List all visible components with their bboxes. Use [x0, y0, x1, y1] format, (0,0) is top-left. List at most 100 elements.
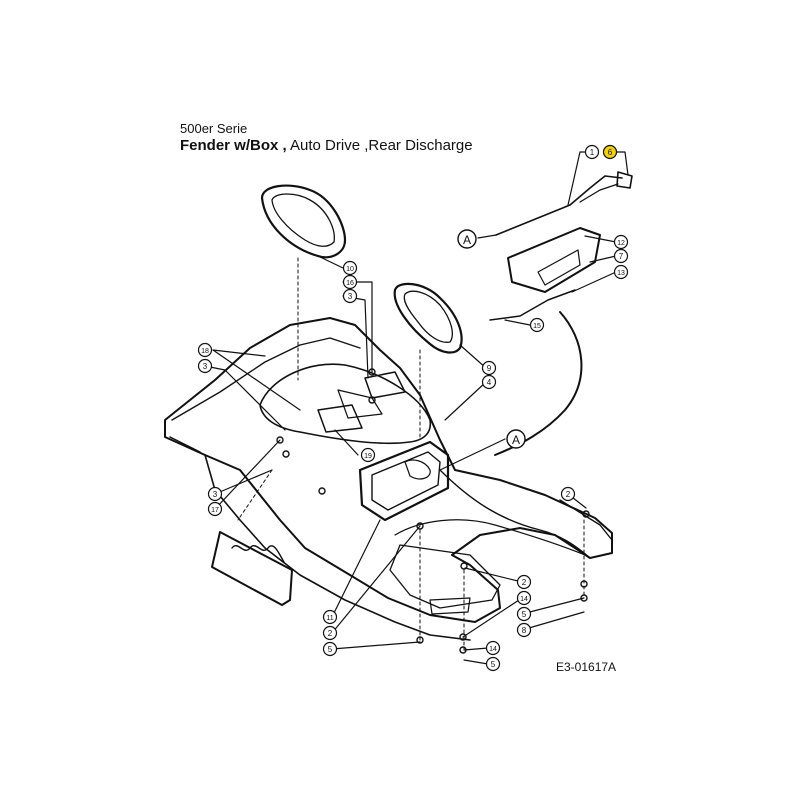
- diagram-series-label: 500er Serie: [180, 121, 248, 136]
- callout-marker: [613, 234, 629, 250]
- control-panel-right: [393, 282, 463, 354]
- mounting-plate-center: [337, 389, 383, 419]
- callout-number: 2: [522, 578, 527, 587]
- storage-box-outer: [358, 440, 450, 522]
- callout-number: 5: [491, 660, 496, 669]
- callout-number: 11: [326, 615, 333, 622]
- storage-box-lid-detail: [404, 459, 431, 480]
- callout-number: 19: [364, 453, 372, 460]
- dash-panel-left-inner: [271, 193, 335, 247]
- fender-rear-panel: [389, 544, 501, 609]
- callout-number: 7: [619, 252, 624, 261]
- callout-marker: [602, 144, 618, 160]
- fender-left-skirt: [204, 454, 471, 641]
- fastener-dot: [416, 522, 424, 530]
- fastener-dot: [582, 510, 590, 518]
- callout-marker: [342, 260, 358, 276]
- fastener-dot: [276, 436, 284, 444]
- callout-marker: [207, 501, 223, 517]
- fastener-dot: [368, 396, 376, 404]
- fender-front-lip: [169, 436, 201, 453]
- reference-letter-mid: A: [512, 433, 520, 447]
- callout-marker: [485, 640, 501, 656]
- callout-marker: [322, 609, 338, 625]
- cable-15: [489, 289, 576, 321]
- diagram-title-rest: Auto Drive ,Rear Discharge: [286, 137, 473, 154]
- callout-marker: [516, 590, 532, 606]
- callout-marker: [516, 574, 532, 590]
- drawing-code: E3-01617A: [556, 660, 617, 674]
- callout-number: 18: [201, 348, 209, 355]
- callout-number: 6: [608, 148, 613, 157]
- fastener-dot: [416, 636, 424, 644]
- fastener-dot: [459, 633, 467, 641]
- callout-number: 3: [203, 362, 208, 371]
- callout-number: 15: [533, 323, 541, 330]
- reference-letter-top: A: [463, 233, 471, 247]
- fastener-group: [276, 368, 590, 654]
- callout-marker: [342, 288, 358, 304]
- connector-plug: [616, 171, 633, 189]
- callout-marker: [529, 317, 545, 333]
- callout-number: 9: [487, 364, 492, 373]
- callout-marker: [197, 342, 213, 358]
- callout-marker: [485, 656, 501, 672]
- fender-rear-step: [429, 597, 471, 615]
- reference-marker-mid: [506, 429, 526, 449]
- callout-number: 3: [213, 490, 218, 499]
- callout-marker: [481, 360, 497, 376]
- callout-marker: [342, 274, 358, 290]
- callout-number: 8: [522, 626, 527, 635]
- wire-harness-6-branch: [579, 183, 619, 203]
- fender-right-arch: [439, 469, 591, 559]
- callout-number: 14: [489, 646, 497, 653]
- decal-shield-wave: [231, 545, 285, 563]
- decal-shield-17: [211, 531, 293, 606]
- callout-marker: [516, 622, 532, 638]
- callout-number: 2: [328, 629, 333, 638]
- callout-number: 4: [487, 378, 492, 387]
- fender-right-edge: [559, 499, 613, 541]
- callout-number: 14: [520, 596, 528, 603]
- switch-box-12: [507, 227, 601, 293]
- fender-body-outline: [164, 317, 613, 623]
- callout-number: 10: [346, 266, 354, 273]
- callout-marker: [360, 447, 376, 463]
- callout-marker: [197, 358, 213, 374]
- callout-number: 5: [328, 645, 333, 654]
- callout-marker: [207, 486, 223, 502]
- fender-inner-arch: [394, 519, 586, 556]
- callout-leaders: [204, 151, 629, 665]
- fastener-dot: [460, 562, 468, 570]
- fender-top-ridge: [171, 337, 361, 421]
- callout-marker: [560, 486, 576, 502]
- switch-box-12-inner: [537, 249, 581, 286]
- callout-number: 1: [590, 148, 595, 157]
- diagram-title: Fender w/Box , Auto Drive ,Rear Discharg…: [180, 137, 473, 154]
- callout-number: 5: [522, 610, 527, 619]
- callout-number: 2: [566, 490, 571, 499]
- mounting-plate-upper: [364, 371, 406, 399]
- fender-seat-well: [259, 363, 432, 445]
- reference-marker-top: [457, 229, 477, 249]
- fastener-dot: [318, 487, 326, 495]
- callout-number: 12: [617, 240, 625, 247]
- storage-box-inner: [371, 451, 441, 511]
- dash-panel-left: [260, 184, 347, 259]
- callout-marker: [322, 641, 338, 657]
- callout-marker: [584, 144, 600, 160]
- callout-number: 16: [346, 280, 354, 287]
- mounting-plate-lower: [317, 404, 363, 433]
- fastener-dot: [282, 450, 290, 458]
- callout-marker: [613, 264, 629, 280]
- wire-harness-1: [495, 175, 623, 236]
- callout-marker: [481, 374, 497, 390]
- callout-marker: [613, 248, 629, 264]
- bowden-cable-A: [494, 311, 583, 456]
- callout-marker: [322, 625, 338, 641]
- control-panel-right-inner: [403, 290, 453, 343]
- diagram-title-bold: Fender w/Box ,: [180, 137, 287, 154]
- callout-marker: [516, 606, 532, 622]
- callout-number: 13: [617, 270, 625, 277]
